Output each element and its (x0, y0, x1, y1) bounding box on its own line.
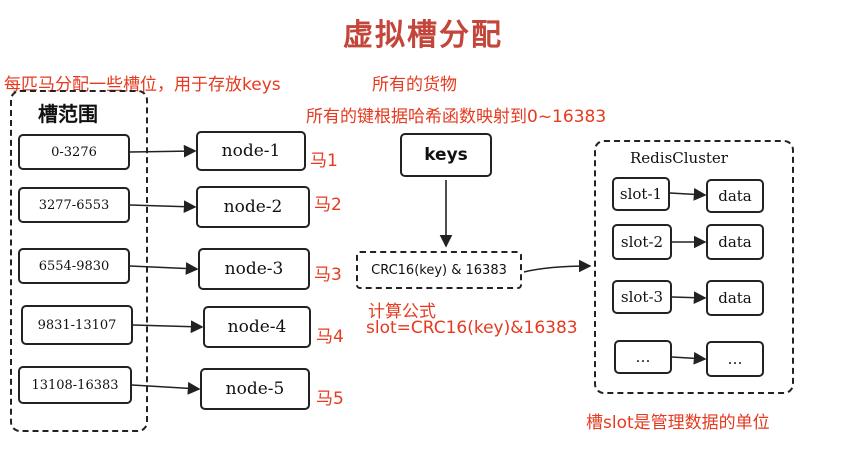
arrow-range-to-node (132, 320, 204, 334)
slot-range-group (10, 90, 148, 432)
data-box: data (706, 280, 764, 316)
slot-range-box: 9831-13107 (21, 305, 133, 345)
arrow-slot-to-data (671, 291, 707, 305)
diagram-title: 虚拟槽分配 (343, 18, 503, 53)
formula-label: 计算公式 (368, 302, 436, 322)
keys-box: keys (400, 133, 492, 177)
slot-box: slot-3 (612, 280, 672, 314)
node-box: node-1 (196, 131, 306, 171)
data-box: data (706, 179, 764, 213)
slot-box: … (614, 340, 672, 374)
slot-range-box: 6554-9830 (18, 248, 130, 284)
slot-box: slot-1 (612, 177, 670, 211)
data-box: data (706, 224, 764, 260)
note-slot-unit: 槽slot是管理数据的单位 (586, 413, 770, 433)
arrow-range-to-node (129, 144, 197, 158)
arrow-range-to-node (131, 381, 201, 395)
node-box: node-2 (196, 186, 310, 228)
data-box: … (706, 341, 764, 377)
redis-cluster-title: RedisCluster (630, 149, 728, 167)
horse-label: 马5 (316, 389, 344, 409)
slot-box: slot-2 (612, 224, 672, 260)
redis-cluster-group (594, 140, 794, 394)
horse-label: 马4 (316, 327, 344, 347)
arrow-range-to-node (129, 200, 197, 214)
slot-range-header: 槽范围 (38, 102, 98, 126)
horse-label: 马3 (314, 265, 342, 285)
arrow-slot-to-data (671, 351, 707, 365)
slot-range-box: 3277-6553 (18, 187, 130, 223)
hash-function-box: CRC16(key) & 16383 (356, 251, 522, 289)
horse-label: 马1 (310, 151, 338, 171)
node-box: node-3 (198, 248, 310, 290)
note-mapping: 所有的键根据哈希函数映射到0~16383 (306, 107, 607, 127)
formula-text: slot=CRC16(key)&16383 (366, 318, 578, 338)
slot-range-box: 0-3276 (18, 134, 130, 170)
slot-range-box: 13108-16383 (18, 366, 132, 404)
node-box: node-4 (203, 306, 311, 348)
horse-label: 马2 (314, 195, 342, 215)
arrow-range-to-node (129, 262, 199, 275)
arrow-hash-to-cluster (523, 259, 592, 273)
note-goods: 所有的货物 (372, 75, 457, 95)
node-box: node-5 (200, 368, 310, 410)
arrow-slot-to-data (669, 187, 707, 201)
